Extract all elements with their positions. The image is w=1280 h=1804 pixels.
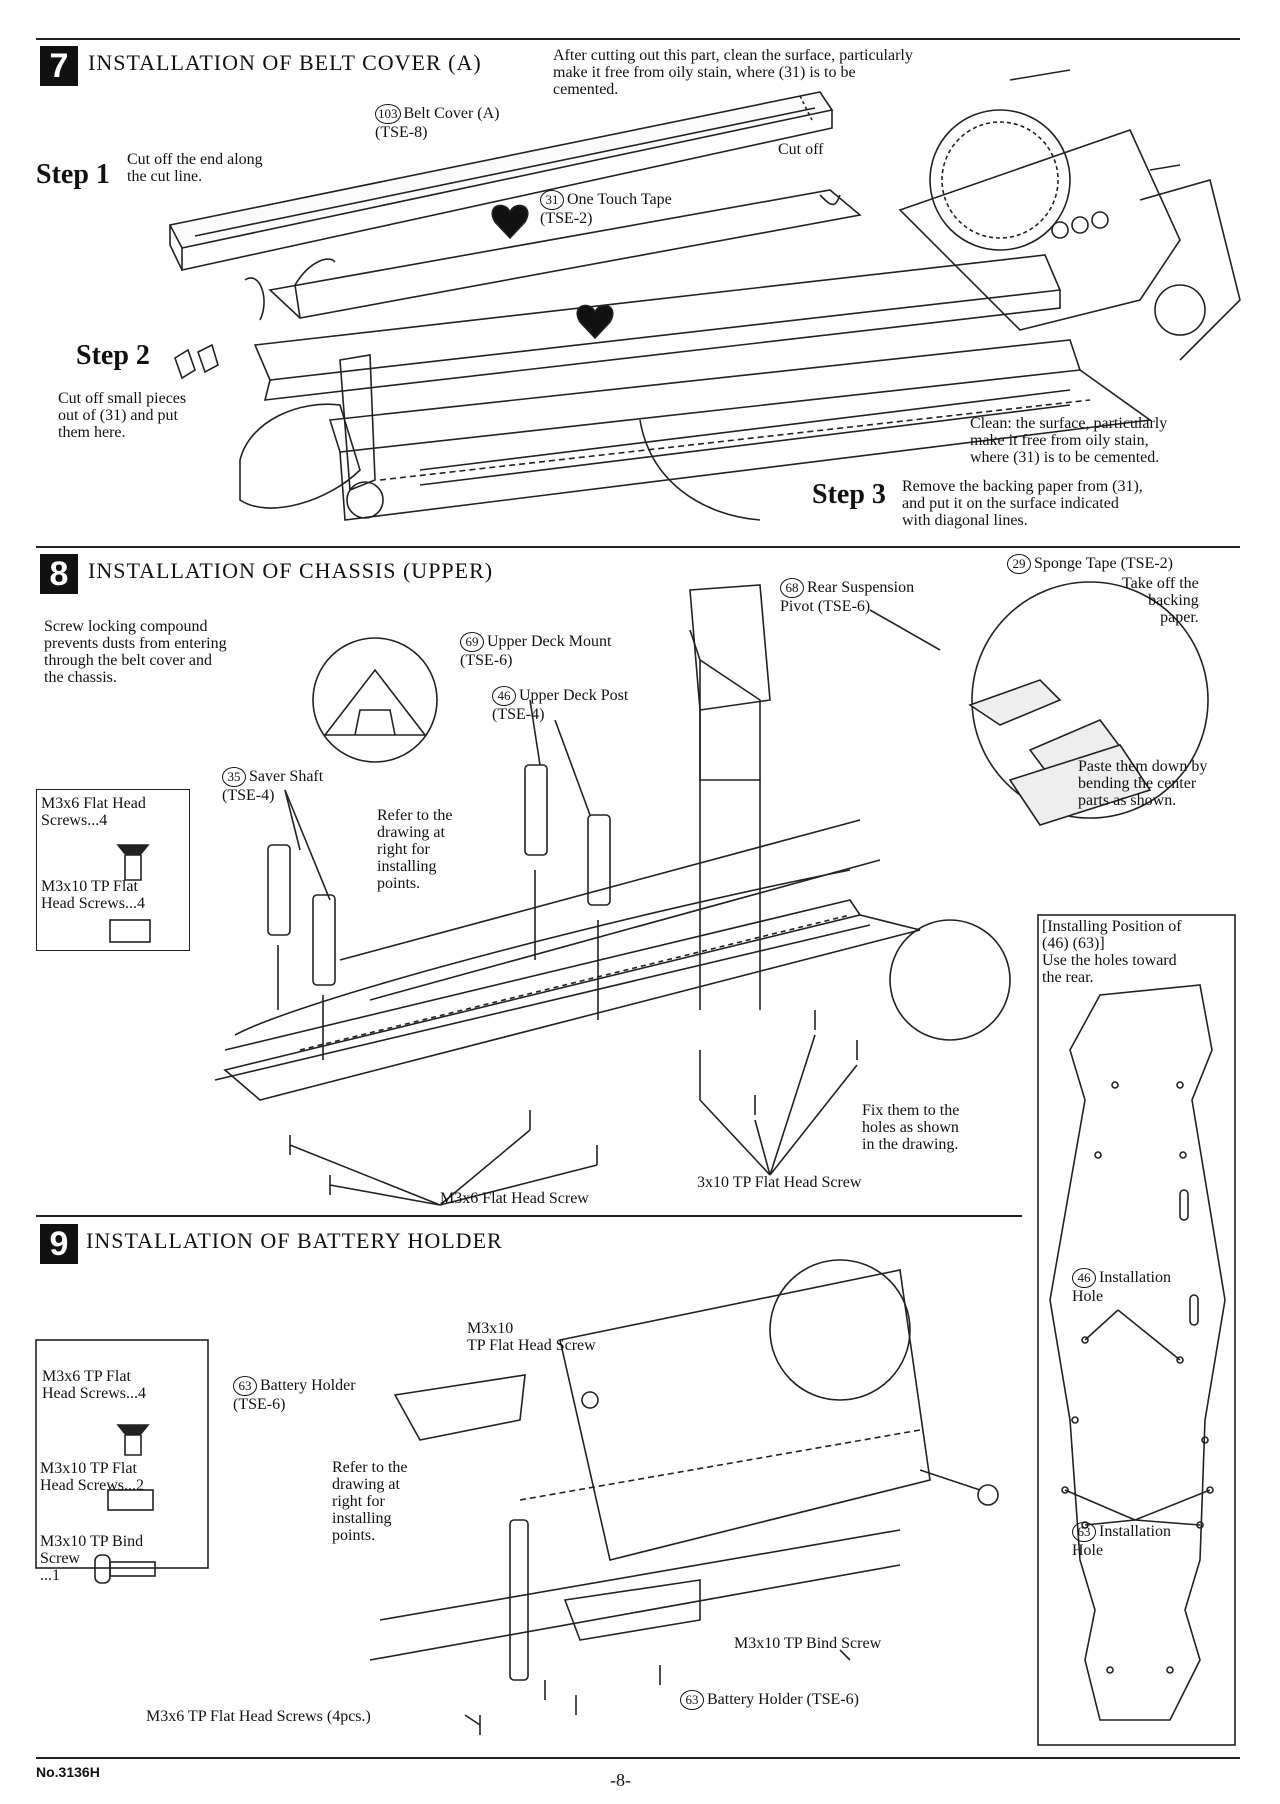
section7-rule xyxy=(36,546,1240,548)
cut-off-label: Cut off xyxy=(778,141,824,158)
m3x6-tp-bottom-label: M3x6 TP Flat Head Screws (4pcs.) xyxy=(146,1708,371,1725)
bottom-rule xyxy=(36,1757,1240,1759)
belt-cover-label: Belt Cover (A) (TSE-8) xyxy=(375,104,500,141)
upper-mount-label: Upper Deck Mount (TSE-6) xyxy=(460,632,612,669)
part-number-circle: 29 xyxy=(1007,554,1031,574)
step1-label: Step 1 xyxy=(36,159,110,190)
section9-number: 9 xyxy=(40,1224,78,1264)
part-number-circle: 31 xyxy=(540,190,564,210)
take-off-text: Take off the backing paper. xyxy=(1122,575,1199,626)
document-code: No.3136H xyxy=(36,1764,100,1780)
battery-holder-drawing xyxy=(35,1259,999,1735)
belt-cover-drawing xyxy=(168,69,1241,521)
refer-text: Refer to the drawing at right for instal… xyxy=(332,1459,408,1544)
sponge-label: Sponge Tape (TSE-2) xyxy=(1034,554,1173,572)
m3x10-top-label: M3x10 TP Flat Head Screw xyxy=(467,1320,596,1354)
screw-list-item: M3x10 TP Flat Head Screws...2 xyxy=(40,1460,144,1494)
tape-label: One Touch Tape (TSE-2) xyxy=(540,190,672,227)
section8-number: 8 xyxy=(40,554,78,594)
hole63-label: Installation Hole xyxy=(1072,1522,1171,1559)
saver-label: Saver Shaft (TSE-4) xyxy=(222,767,324,804)
section7-number: 7 xyxy=(40,46,78,86)
part-number-circle: 46 xyxy=(1072,1268,1096,1288)
rear-pivot-label: Rear Suspension Pivot (TSE-6) xyxy=(780,578,915,615)
paste-text: Paste them down by bending the center pa… xyxy=(1078,758,1208,809)
section9-rule xyxy=(36,1215,1022,1217)
screw-list-item: M3x6 Flat Head Screws...4 xyxy=(41,795,146,829)
step2-text: Cut off small pieces out of (31) and put… xyxy=(58,390,187,441)
clean-text: Clean: the surface, particularly make it… xyxy=(970,415,1168,466)
section8-title: INSTALLATION OF CHASSIS (UPPER) xyxy=(88,558,494,583)
fix-text: Fix them to the holes as shown in the dr… xyxy=(862,1102,960,1153)
part-number-circle: 46 xyxy=(492,686,516,706)
section8-screws-box: M3x6 Flat Head Screws...4 M3x10 TP Flat … xyxy=(36,789,190,951)
section9-title: INSTALLATION OF BATTERY HOLDER xyxy=(86,1228,503,1253)
locking-note: Screw locking compound prevents dusts fr… xyxy=(44,618,227,686)
refer-text: Refer to the drawing at right for instal… xyxy=(377,807,453,892)
screw-list-item: M3x6 TP Flat Head Screws...4 xyxy=(42,1368,146,1402)
step3-label: Step 3 xyxy=(812,479,886,510)
part-number-circle: 68 xyxy=(780,578,804,598)
bind-screw-label: M3x10 TP Bind Screw xyxy=(734,1635,882,1652)
part-number-circle: 63 xyxy=(1072,1522,1096,1542)
section7-note: After cutting out this part, clean the s… xyxy=(553,47,913,98)
screw-list-item: M3x10 TP Flat Head Screws...4 xyxy=(41,878,145,912)
tp-flat-label: 3x10 TP Flat Head Screw xyxy=(697,1174,862,1191)
chassis-outline-drawing xyxy=(1037,914,1236,1746)
part-number-circle: 103 xyxy=(375,104,401,124)
part-number-circle: 63 xyxy=(233,1376,257,1396)
chassis-upper-drawing xyxy=(109,581,1209,1206)
upper-post-label: Upper Deck Post (TSE-4) xyxy=(492,686,629,723)
battery-holder-bottom-label: Battery Holder (TSE-6) xyxy=(707,1690,859,1708)
top-rule xyxy=(36,38,1240,40)
step2-label: Step 2 xyxy=(76,340,150,371)
install-position-text: [Installing Position of (46) (63)] Use t… xyxy=(1042,918,1182,986)
page-number: -8- xyxy=(610,1770,631,1790)
part-number-circle: 63 xyxy=(680,1690,704,1710)
part-number-circle: 35 xyxy=(222,767,246,787)
section7-title: INSTALLATION OF BELT COVER (A) xyxy=(88,50,482,75)
part-number-circle: 69 xyxy=(460,632,484,652)
hole46-label: Installation Hole xyxy=(1072,1268,1171,1305)
step3-text: Remove the backing paper from (31), and … xyxy=(902,478,1143,529)
step1-text: Cut off the end along the cut line. xyxy=(127,151,263,185)
battery-holder-label: Battery Holder (TSE-6) xyxy=(233,1376,356,1413)
screw-list-item: M3x10 TP Bind Screw ...1 xyxy=(40,1533,144,1584)
m3x6-flat-label: M3x6 Flat Head Screw xyxy=(440,1190,589,1207)
